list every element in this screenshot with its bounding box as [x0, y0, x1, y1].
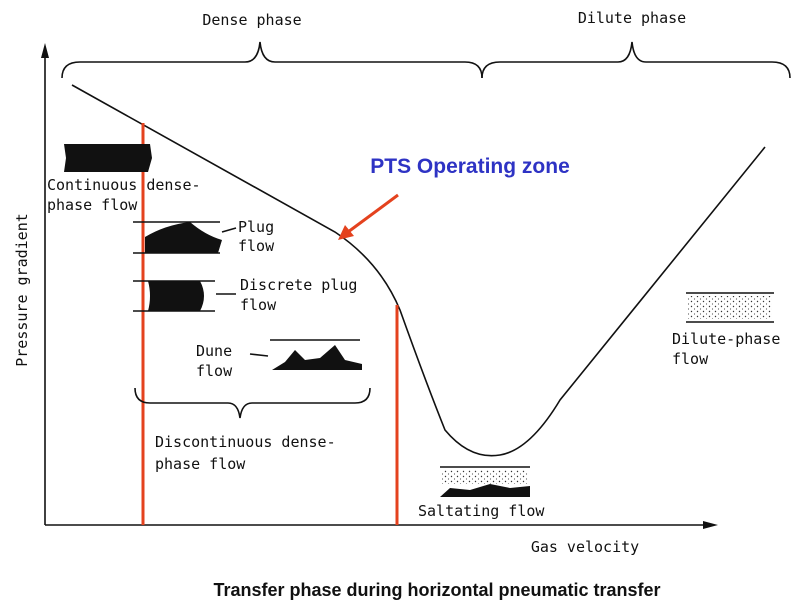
- continuous-label-2: phase flow: [47, 196, 138, 214]
- dense-phase-label: Dense phase: [202, 11, 301, 29]
- dense-phase-brace: [61, 41, 483, 79]
- discrete-plug-shape-icon: [148, 281, 204, 311]
- pts-arrow: [347, 193, 399, 234]
- discontinuous-brace: [134, 387, 371, 419]
- plug-label-2: flow: [238, 237, 275, 255]
- saltating-bed-icon: [440, 484, 530, 497]
- dune-shape-icon: [272, 345, 362, 370]
- dilute-label-2: flow: [672, 350, 709, 368]
- saltating-label: Saltating flow: [418, 502, 545, 520]
- discontinuous-label-1: Discontinuous dense-: [155, 433, 336, 451]
- dilute-flow-icon: [686, 292, 774, 323]
- saltating-dots: [442, 470, 528, 484]
- continuous-label-1: Continuous dense-: [47, 176, 201, 194]
- y-axis-arrow: [41, 43, 49, 58]
- x-axis-arrow: [703, 521, 718, 529]
- caption: Transfer phase during horizontal pneumat…: [213, 580, 660, 600]
- plug-shape-icon: [145, 222, 222, 253]
- dilute-label-1: Dilute-phase: [672, 330, 780, 348]
- pressure-curve: [71, 84, 766, 457]
- discontinuous-label-2: phase flow: [155, 455, 246, 473]
- discrete-plug-label-2: flow: [240, 296, 277, 314]
- dune-pointer: [249, 353, 269, 357]
- continuous-flow-icon: [64, 144, 152, 172]
- dune-label-2: flow: [196, 362, 233, 380]
- dilute-phase-brace: [481, 41, 791, 79]
- dilute-phase-label: Dilute phase: [578, 9, 686, 27]
- plug-pointer: [221, 227, 237, 233]
- dune-label-1: Dune: [196, 342, 232, 360]
- pts-operating-zone-label: PTS Operating zone: [370, 155, 570, 178]
- discrete-plug-label-1: Discrete plug: [240, 276, 357, 294]
- plug-label-1: Plug: [238, 218, 274, 236]
- dilute-dots: [688, 296, 772, 319]
- y-axis-label: Pressure gradient: [13, 213, 31, 367]
- pts-arrow-head: [338, 225, 354, 240]
- x-axis-label: Gas velocity: [531, 538, 639, 556]
